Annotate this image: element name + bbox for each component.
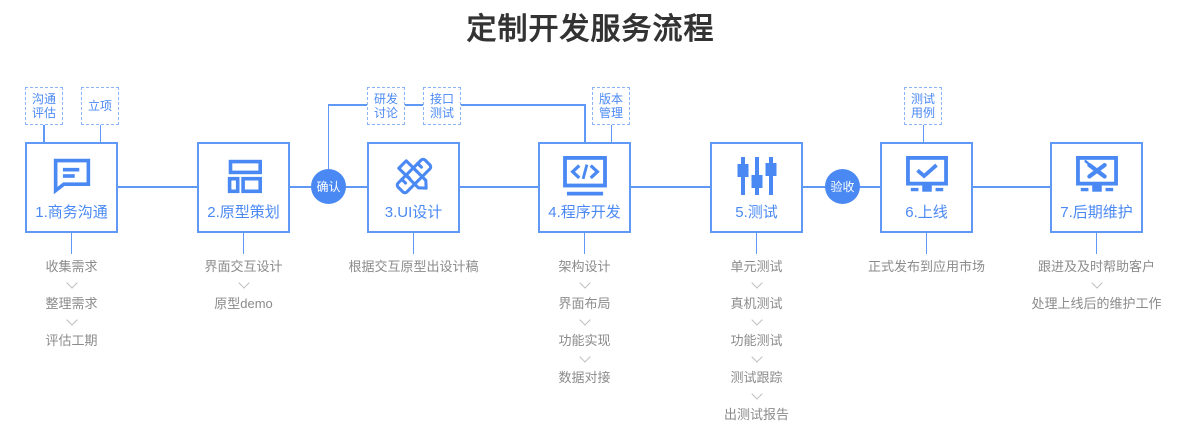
sub-item-list: 单元测试真机测试功能测试测试跟踪出测试报告	[647, 258, 867, 423]
sub-item-list: 跟进及及时帮助客户处理上线后的维护工作	[987, 258, 1181, 312]
step-prototype-planning: 2.原型策划 界面交互设计原型demo	[197, 142, 290, 311]
tag-version-management: 版本 管理	[592, 87, 630, 125]
tag-test-cases: 测试 用例	[904, 87, 942, 125]
step-label: 7.后期维护	[1060, 204, 1133, 221]
sub-item: 界面交互设计	[204, 259, 283, 274]
sub-item: 评估工期	[45, 333, 98, 348]
sub-item: 处理上线后的维护工作	[1031, 296, 1162, 311]
sub-item: 单元测试	[730, 259, 783, 274]
step-box: 1.商务沟通	[25, 142, 118, 233]
sub-item: 架构设计	[558, 259, 611, 274]
step-box: 5.测试	[710, 142, 803, 233]
chevron-down-icon	[1090, 277, 1103, 289]
connector-line	[973, 186, 1050, 188]
chevron-down-icon	[578, 351, 591, 363]
step-maintenance: 7.后期维护 跟进及及时帮助客户处理上线后的维护工作	[1031, 142, 1162, 311]
step-label: 4.程序开发	[548, 204, 621, 221]
connector-line	[631, 186, 710, 188]
connector-line	[925, 233, 927, 254]
connector-line	[412, 233, 414, 254]
sub-item: 界面布局	[558, 296, 611, 311]
step-box: 3.UI设计	[367, 142, 460, 233]
page-title: 定制开发服务流程	[466, 13, 715, 46]
chevron-down-icon	[750, 388, 763, 400]
connector-line	[43, 125, 45, 142]
step-ui-design: 3.UI设计 根据交互原型出设计稿	[348, 142, 479, 274]
sub-item: 跟进及及时帮助客户	[1037, 259, 1155, 274]
step-label: 2.原型策划	[207, 204, 280, 221]
sub-item-list: 根据交互原型出设计稿	[304, 258, 524, 275]
step-development: 4.程序开发 架构设计界面布局功能实现数据对接	[538, 142, 631, 385]
chevron-down-icon	[750, 277, 763, 289]
chevron-down-icon	[750, 351, 763, 363]
sub-item: 数据对接	[558, 370, 611, 385]
step-box: 2.原型策划	[197, 142, 290, 233]
connector-line	[405, 104, 423, 106]
sub-item: 功能测试	[730, 333, 783, 348]
design-ruler-pencil-icon	[393, 155, 435, 197]
chevron-down-icon	[237, 277, 250, 289]
step-launch: 6.上线 正式发布到应用市场	[868, 142, 985, 274]
sub-item: 根据交互原型出设计稿	[348, 259, 479, 274]
step-box: 4.程序开发	[538, 142, 631, 233]
sub-item: 正式发布到应用市场	[867, 259, 985, 274]
connector-line	[461, 104, 585, 106]
sub-item-list: 架构设计界面布局功能实现数据对接	[475, 258, 695, 386]
connector-line	[610, 125, 612, 142]
monitor-check-icon	[904, 155, 950, 197]
step-label: 5.测试	[735, 204, 778, 221]
step-box: 6.上线	[880, 142, 973, 233]
sliders-icon	[735, 155, 779, 197]
connector-line	[755, 233, 757, 254]
sub-item: 整理需求	[45, 296, 98, 311]
tag-communication-evaluation: 沟通 评估	[25, 87, 63, 125]
tag-project-approval: 立项	[81, 87, 119, 125]
connector-line	[460, 186, 538, 188]
connector-line	[242, 233, 244, 254]
chat-icon	[52, 155, 92, 197]
step-label: 6.上线	[905, 204, 948, 221]
connector-line	[327, 104, 330, 170]
step-box: 7.后期维护	[1050, 142, 1143, 233]
acceptance-badge: 验收	[825, 169, 860, 204]
step-label: 1.商务沟通	[35, 204, 108, 221]
step-testing: 5.测试 单元测试真机测试功能测试测试跟踪出测试报告	[710, 142, 803, 422]
monitor-tools-icon	[1074, 155, 1120, 197]
connector-line	[99, 125, 101, 142]
sub-item: 真机测试	[730, 296, 783, 311]
confirm-badge: 确认	[311, 169, 346, 204]
chevron-down-icon	[578, 277, 591, 289]
chevron-down-icon	[65, 314, 78, 326]
connector-line	[327, 104, 367, 106]
sub-item: 测试跟踪	[730, 370, 783, 385]
code-icon	[562, 155, 608, 197]
chevron-down-icon	[65, 277, 78, 289]
sub-item-list: 正式发布到应用市场	[817, 258, 1037, 275]
connector-line	[118, 186, 197, 188]
connector-line	[1095, 233, 1097, 254]
sub-item: 功能实现	[558, 333, 611, 348]
sub-item-list: 收集需求整理需求评估工期	[0, 258, 182, 349]
chevron-down-icon	[750, 314, 763, 326]
connector-line	[70, 233, 72, 254]
tag-interface-testing: 接口 测试	[423, 87, 461, 125]
prototype-icon	[226, 155, 262, 197]
connector-line	[584, 104, 586, 142]
chevron-down-icon	[578, 314, 591, 326]
sub-item: 收集需求	[45, 259, 98, 274]
sub-item: 原型demo	[214, 296, 273, 311]
connector-line	[583, 233, 585, 254]
step-label: 3.UI设计	[384, 204, 443, 221]
sub-item: 出测试报告	[723, 407, 789, 422]
tag-rd-discussion: 研发 讨论	[367, 87, 405, 125]
step-business-communication: 1.商务沟通 收集需求整理需求评估工期	[25, 142, 118, 348]
sub-item-list: 界面交互设计原型demo	[134, 258, 354, 312]
connector-line	[922, 125, 924, 142]
